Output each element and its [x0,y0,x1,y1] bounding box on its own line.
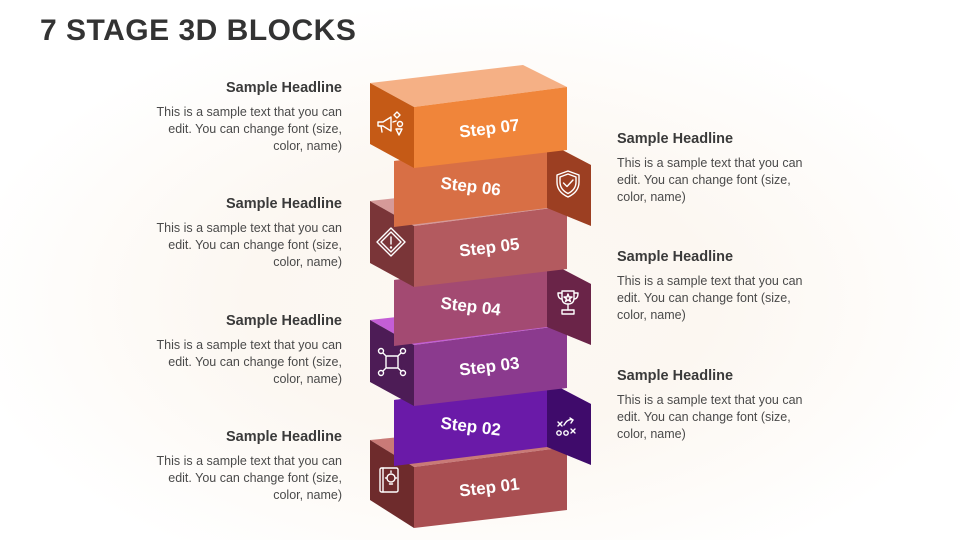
body-text: This is a sample text that you can edit.… [617,393,803,441]
headline: Sample Headline [225,429,342,445]
block-top-face [370,65,567,107]
book-idea-icon [379,467,399,493]
text-block-step-06: Sample Headline This is a sample text th… [617,131,807,206]
text-block-step-01: Sample Headline This is a sample text th… [152,429,342,504]
body-text: This is a sample text that you can edit.… [156,338,342,386]
network-icon [377,347,407,377]
headline: Sample Headline [225,313,342,329]
text-block-step-07: Sample Headline This is a sample text th… [152,80,342,155]
shield-check-icon [556,170,580,198]
megaphone-icon [377,111,404,136]
text-block-step-03: Sample Headline This is a sample text th… [152,313,342,388]
body-text: This is a sample text that you can edit.… [617,156,803,204]
block-front-face [414,87,567,168]
text-block-step-04: Sample Headline This is a sample text th… [617,249,807,324]
body-text: This is a sample text that you can edit.… [156,105,342,153]
text-block-step-05: Sample Headline This is a sample text th… [152,196,342,271]
block-step-07: Step 07 [370,65,567,168]
warning-sign-icon [376,227,406,257]
block-front-face [414,447,567,528]
block-front-face [414,206,567,287]
body-text: This is a sample text that you can edit.… [617,274,803,322]
headline: Sample Headline [617,131,734,147]
trophy-icon [557,290,579,315]
body-text: This is a sample text that you can edit.… [156,221,342,269]
page-title: 7 STAGE 3D BLOCKS [40,14,357,47]
headline: Sample Headline [225,80,342,96]
block-end-face [547,381,591,465]
block-end-face [370,83,414,168]
headline: Sample Headline [225,196,342,212]
headline: Sample Headline [617,249,734,265]
text-block-step-02: Sample Headline This is a sample text th… [617,368,807,443]
block-end-face [547,261,591,345]
body-text: This is a sample text that you can edit.… [156,454,342,502]
headline: Sample Headline [617,368,734,384]
strategy-play-icon [556,417,576,436]
block-front-face [414,325,567,406]
